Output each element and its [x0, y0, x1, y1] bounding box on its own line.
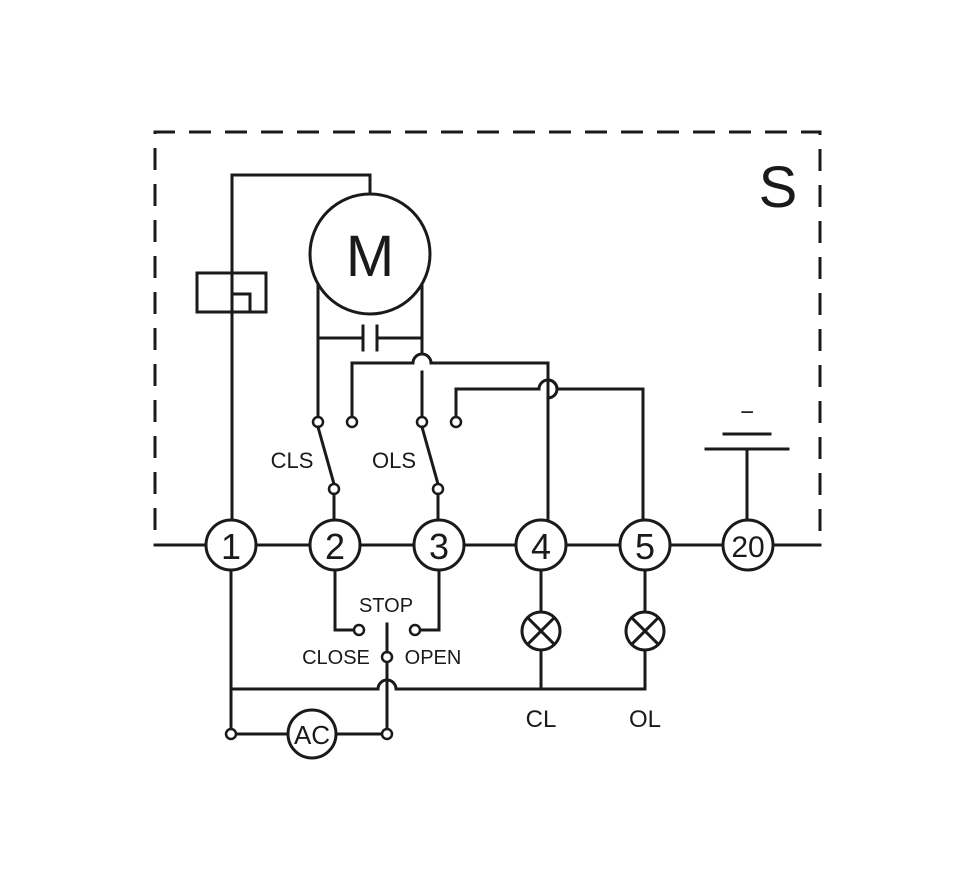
thermal-protector: [195, 271, 268, 314]
svg-text:3: 3: [429, 526, 449, 567]
ol-label: OL: [629, 706, 661, 733]
enclosure-boundary: [153, 130, 822, 545]
ols-label: OLS: [372, 448, 416, 473]
ac-source: AC: [224, 708, 394, 760]
limit-feedback-wiring: [350, 352, 645, 522]
motor-common-wiring: [195, 173, 372, 522]
selector-close-label: CLOSE: [302, 647, 370, 669]
external-wiring: [229, 568, 647, 736]
terminal-2: 2: [308, 518, 362, 572]
motor-label: M: [346, 224, 394, 289]
svg-text:5: 5: [635, 526, 655, 567]
battery-symbol: −: [704, 399, 790, 522]
svg-text:1: 1: [221, 526, 241, 567]
terminal-4: 4: [514, 518, 568, 572]
svg-text:4: 4: [531, 526, 551, 567]
motor: M: [308, 192, 432, 316]
selector-open-label: OPEN: [405, 647, 462, 669]
selector-stop-label: STOP: [359, 595, 413, 617]
battery-minus-label: −: [740, 399, 754, 426]
terminal-1: 1: [204, 518, 258, 572]
ac-label: AC: [294, 720, 330, 750]
open-limit-switch: OLS: [372, 415, 463, 522]
capacitor-branch: [316, 283, 424, 422]
cl-label: CL: [526, 706, 557, 733]
enclosure-label: S: [759, 155, 798, 220]
svg-text:2: 2: [325, 526, 345, 567]
terminal-20: 20: [721, 518, 775, 572]
selector-switch: STOP CLOSE OPEN: [302, 595, 461, 669]
terminal-5: 5: [618, 518, 672, 572]
cls-label: CLS: [271, 448, 314, 473]
lamp-ol: OL: [624, 610, 666, 733]
terminal-3: 3: [412, 518, 466, 572]
lamp-cl: CL: [520, 610, 562, 733]
svg-text:20: 20: [731, 531, 764, 564]
close-limit-switch: CLS: [271, 415, 359, 522]
